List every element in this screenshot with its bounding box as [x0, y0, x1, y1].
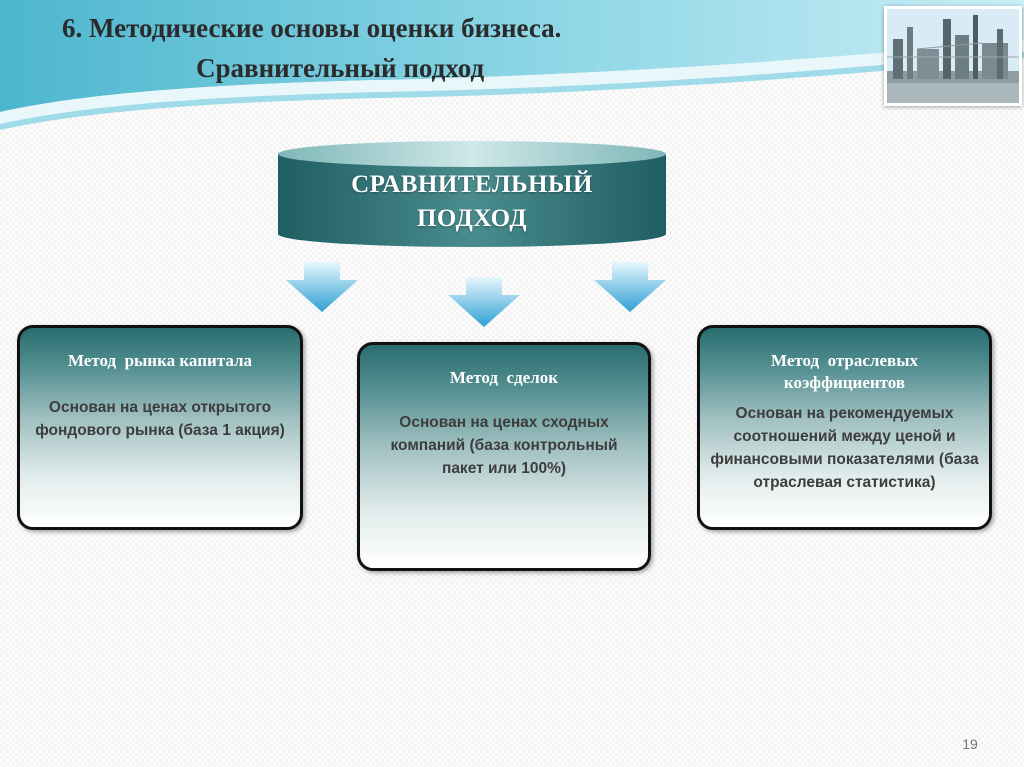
header-wave-decoration — [0, 0, 1024, 130]
industrial-plant-photo — [884, 6, 1022, 106]
root-node-label-line-1: СРАВНИТЕЛЬНЫЙ — [351, 171, 593, 198]
root-node-label-line-2: ПОДХОД — [416, 205, 528, 232]
method-card-transactions: Метод сделок Основан на ценах сходных ко… — [357, 342, 651, 571]
root-node-label: СРАВНИТЕЛЬНЫЙ ПОДХОД — [277, 168, 667, 236]
method-card-description: Основан на ценах открытого фондового рын… — [35, 399, 285, 439]
root-node-comparative-approach — [278, 141, 666, 247]
method-card-title: Метод отраслевых коэффициентов — [771, 351, 923, 392]
down-arrow-icon — [594, 262, 666, 312]
down-arrow-icon — [448, 277, 520, 327]
method-card-title: Метод рынка капитала — [67, 351, 253, 370]
title-line-2: Сравнительный подход — [196, 53, 485, 83]
method-card-capital-market: Метод рынка капитала Основан на ценах от… — [17, 325, 303, 530]
slide-title: 6. Методические основы оценки бизнеса. С… — [62, 8, 561, 88]
page-number: 19 — [962, 736, 978, 752]
title-line-1: 6. Методические основы оценки бизнеса. — [62, 13, 562, 43]
method-card-title: Метод сделок — [449, 368, 559, 387]
down-arrow-icon — [286, 262, 358, 312]
method-card-description: Основан на ценах сходных компаний (база … — [390, 414, 618, 477]
method-card-industry-ratios: Метод отраслевых коэффициентов Основан н… — [697, 325, 992, 530]
method-card-description: Основан на рекомендуемых соотношений меж… — [710, 405, 979, 491]
industrial-plant-icon — [887, 9, 1019, 103]
